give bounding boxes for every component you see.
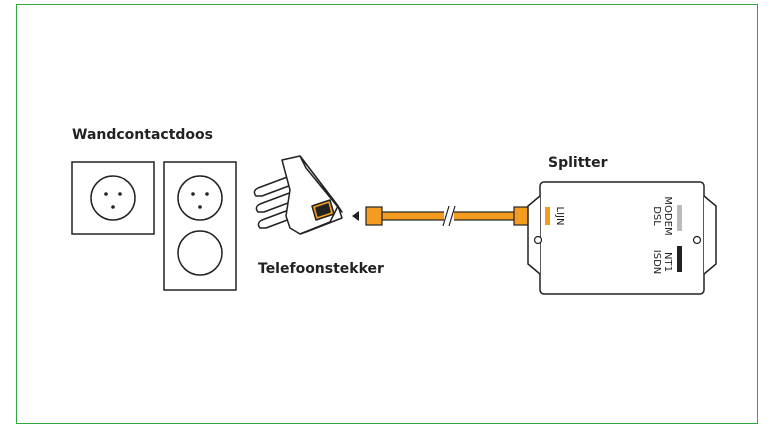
phone-plug-label: Telefoonstekker [258, 261, 384, 277]
port-isdn-top-label: ISDN [651, 250, 662, 274]
port-line-label: LIJN [554, 207, 565, 226]
port-isdn-bottom-label: NT1 [662, 252, 673, 272]
wall-socket-single [71, 161, 155, 235]
splitter-box [527, 181, 717, 295]
wall-socket-label: Wandcontactdoos [72, 127, 213, 143]
plug-arrow-icon [352, 211, 359, 221]
phone-cable [352, 205, 536, 227]
wall-socket-double [163, 161, 237, 291]
port-modem-top-label: DSL [651, 206, 662, 226]
port-modem-bottom-label: MODEM [662, 196, 673, 235]
connection-diagram: LIJN DSL MODEM ISDN NT1 [71, 155, 717, 295]
splitter-label: Splitter [548, 155, 608, 171]
phone-plug-icon [253, 155, 343, 235]
